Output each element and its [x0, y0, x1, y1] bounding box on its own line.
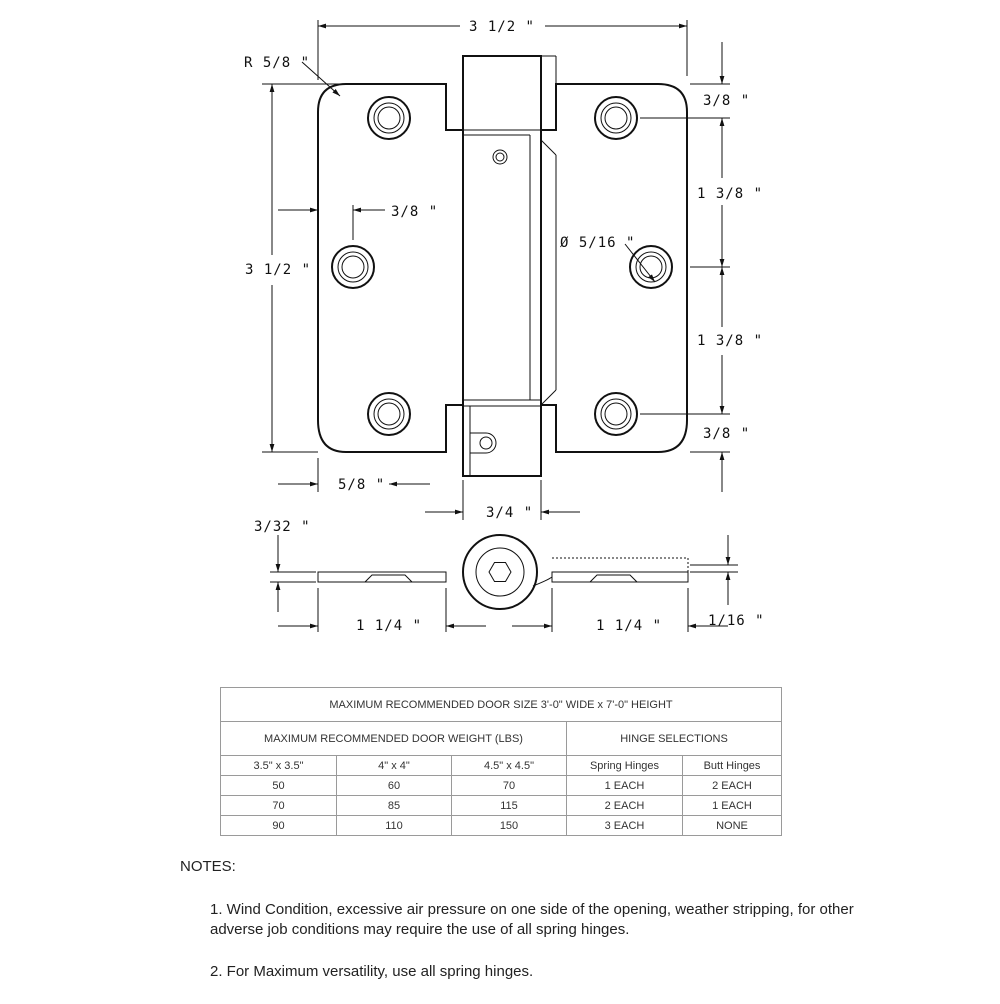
lower-offset-label: 5/8 " — [338, 477, 385, 493]
table-cell: 1 EACH — [566, 775, 683, 796]
clearance-label: 1/16 " — [708, 613, 765, 629]
column-header: 4.5" x 4.5" — [451, 755, 567, 776]
screw-hole — [594, 96, 638, 140]
door-size-spec-table: MAXIMUM RECOMMENDED DOOR SIZE 3'-0" WIDE… — [220, 687, 782, 836]
hole-spacing-upper-label: 1 3/8 " — [697, 186, 763, 202]
table-cell: 3 EACH — [566, 815, 683, 836]
table-cell: 90 — [220, 815, 337, 836]
leaf-thickness-label: 3/32 " — [254, 519, 311, 535]
screw-hole — [367, 96, 411, 140]
table-title: MAXIMUM RECOMMENDED DOOR SIZE 3'-0" WIDE… — [220, 687, 782, 722]
table-row: 90 110 150 3 EACH NONE — [220, 815, 782, 836]
hinge-technical-drawing: 3 1/2 " R 5/8 " 3 1/2 " 3/8 " 1 3/8 " 1 … — [244, 19, 765, 634]
corner-radius-label: R 5/8 " — [244, 55, 310, 71]
table-cell: 85 — [336, 795, 452, 816]
table-cell: 2 EACH — [682, 775, 782, 796]
table-cell: 110 — [336, 815, 452, 836]
table-cell: NONE — [682, 815, 782, 836]
column-header: 4" x 4" — [336, 755, 452, 776]
table-cell: 2 EACH — [566, 795, 683, 816]
hex-socket — [488, 562, 512, 582]
screw-hole — [594, 392, 638, 436]
note-item: 1. Wind Condition, excessive air pressur… — [210, 901, 854, 938]
selection-header: HINGE SELECTIONS — [566, 721, 782, 756]
side-edge-label: 3/8 " — [391, 204, 438, 220]
table-cell: 115 — [451, 795, 567, 816]
column-header: Butt Hinges — [682, 755, 782, 776]
table-cell: 70 — [220, 795, 337, 816]
notes-title: NOTES: — [180, 858, 236, 875]
table-cell: 70 — [451, 775, 567, 796]
table-column-header-row: 3.5" x 3.5" 4" x 4" 4.5" x 4.5" Spring H… — [220, 755, 782, 776]
spring-barrel — [462, 55, 557, 477]
hinge-front-view — [317, 55, 688, 477]
tension-pin-hole — [492, 149, 508, 165]
table-cell: 50 — [220, 775, 337, 796]
screw-hole — [331, 245, 375, 289]
hole-spacing-lower-label: 1 3/8 " — [697, 333, 763, 349]
leaf-width-left-label: 1 1/4 " — [356, 618, 422, 634]
note-item: 2. For Maximum versatility, use all spri… — [210, 963, 534, 980]
column-header: Spring Hinges — [566, 755, 683, 776]
dimension-lines — [262, 20, 730, 520]
top-edge-label: 3/8 " — [703, 93, 750, 109]
right-leaf-outline — [541, 83, 688, 453]
table-title-row: MAXIMUM RECOMMENDED DOOR SIZE 3'-0" WIDE… — [220, 687, 782, 722]
table-row: 70 85 115 2 EACH 1 EACH — [220, 795, 782, 816]
bottom-edge-label: 3/8 " — [703, 426, 750, 442]
barrel-cross-section — [462, 534, 538, 610]
table-cell: 1 EACH — [682, 795, 782, 816]
knuckle-width-label: 3/4 " — [486, 505, 533, 521]
adjustment-slot — [470, 432, 497, 454]
leaf-width-right-label: 1 1/4 " — [596, 618, 662, 634]
overall-width-label: 3 1/2 " — [469, 19, 535, 35]
table-row: 50 60 70 1 EACH 2 EACH — [220, 775, 782, 796]
screw-hole — [367, 392, 411, 436]
hinge-side-view — [270, 534, 738, 632]
overall-height-label: 3 1/2 " — [245, 262, 311, 278]
table-cell: 150 — [451, 815, 567, 836]
column-header: 3.5" x 3.5" — [220, 755, 337, 776]
hole-diameter-label: Ø 5/16 " — [560, 235, 635, 251]
table-cell: 60 — [336, 775, 452, 796]
table-group-header-row: MAXIMUM RECOMMENDED DOOR WEIGHT (LBS) HI… — [220, 721, 782, 756]
notes-section: NOTES: 1. Wind Condition, excessive air … — [180, 858, 880, 1004]
screw-hole — [629, 245, 673, 289]
weight-header: MAXIMUM RECOMMENDED DOOR WEIGHT (LBS) — [220, 721, 567, 756]
